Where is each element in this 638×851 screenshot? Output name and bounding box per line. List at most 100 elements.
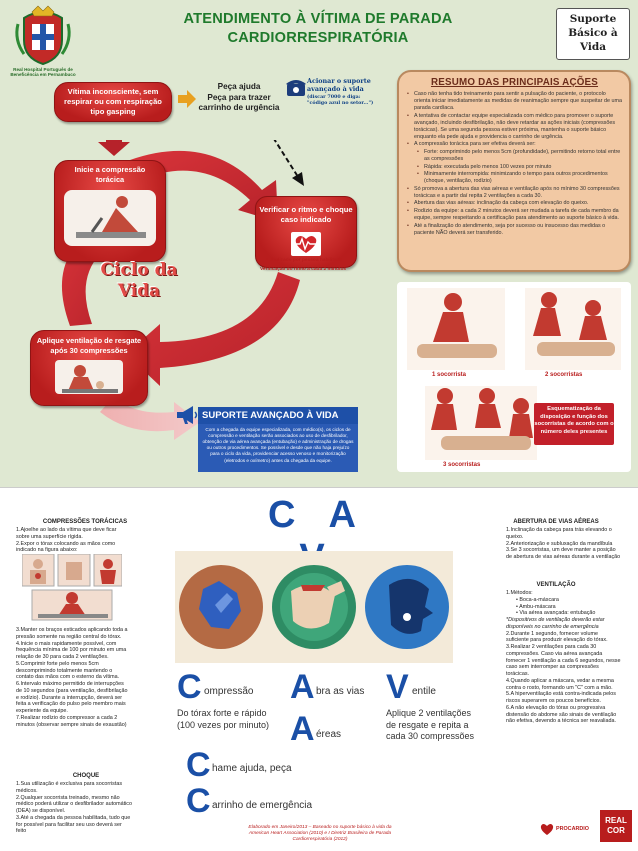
compression-hand-icon xyxy=(179,565,263,649)
crest-caption-line2: Beneficência em Pernambuco xyxy=(10,72,76,78)
summary-subitem: Forte: comprimindo pelo menos 5cm (profu… xyxy=(407,149,622,163)
cav-word-chame: hame ajuda, peça xyxy=(212,763,292,774)
summary-item: Abertura das vias aéreas: inclinação da … xyxy=(407,200,622,207)
cycle-arrow-right xyxy=(126,272,300,386)
credits: Elaborado em Janeiro/2013 – Baseado no s… xyxy=(236,825,404,844)
call-support-text: Acionar o suporte avançado à vida xyxy=(307,77,391,93)
ventilation-item: 5.A hiperventilação está contra-indicada… xyxy=(506,691,616,704)
compressions-item: 7.Realizar rodízio do compressor a cada … xyxy=(16,714,127,728)
compressions-item: 3.Manter os braços esticados aplicando t… xyxy=(16,627,128,640)
help-line3: carrinho de urgência xyxy=(198,103,280,113)
corner-line3: Vida xyxy=(579,40,607,53)
cycle-line1: Ciclo da xyxy=(100,260,178,280)
credits-line3: Cardiorrespiratória (2012) xyxy=(292,837,348,843)
two-rescuers-illustration xyxy=(525,288,621,370)
summary-list: Caso não tenha tido treinamento para sen… xyxy=(407,91,622,237)
airway-title: ABERTURA DE VIAS AÉREAS xyxy=(513,519,599,525)
ventilation-head-icon xyxy=(365,565,449,649)
cav-letter-a2: A xyxy=(290,710,315,748)
shock-item: 1.Sua utilização é exclusiva para socorr… xyxy=(16,781,123,794)
airway-item: 2.Anteriorização e subluxação da mandíbu… xyxy=(506,540,613,547)
down-arrow xyxy=(98,140,130,156)
summary-subitem: Rápida: executada pelo menos 100 vezes p… xyxy=(407,164,622,171)
advanced-support-text: Com a chegada da equipe especializada, c… xyxy=(198,424,358,472)
page-title: ATENDIMENTO À VÍTIMA DE PARADA CARDIORRE… xyxy=(130,10,506,48)
shock-title: CHOQUE xyxy=(72,773,100,779)
cav-word-carrinho: arrinho de emergência xyxy=(212,800,313,811)
megaphone-icon xyxy=(177,406,198,424)
verify-frequency: Verificação do ritmo a cada 2 minutos xyxy=(260,267,347,272)
phone-icon xyxy=(286,80,306,96)
compressions-item: 2.Expor o tórax colocando as mãos como i… xyxy=(16,540,116,554)
dashed-arrow xyxy=(273,140,301,181)
compressions-item: 4.Inicie o mais rapidamente possível, co… xyxy=(16,640,127,661)
cav-word-ventile: entile xyxy=(412,686,436,697)
hospital-crest-icon xyxy=(15,5,71,66)
ventilation-method-item: • Ambu-máscara xyxy=(516,603,556,610)
corner-line1: Suporte xyxy=(569,13,617,25)
help-line2: Peça para trazer xyxy=(207,92,271,102)
ventilation-item: 3.Realizar 2 ventilações para cada 30 co… xyxy=(506,644,621,677)
cav-desc-line: Aplique 2 ventilações xyxy=(386,708,472,718)
ventilation-item: 6.A não elevação do tórax ou progressiva… xyxy=(506,704,617,725)
cycle-line2: Vida xyxy=(117,281,161,302)
airway-list: 1.Inclinação da cabeça para trás elevand… xyxy=(506,527,622,561)
call-sub1: (discar 7000 e diga: xyxy=(307,94,361,100)
summary-item: A tentativa de contactar equipe especial… xyxy=(407,113,622,141)
three-rescuers-illustration xyxy=(425,386,537,460)
cav-desc-line: (100 vezes por minuto) xyxy=(177,719,270,730)
ventilation-method: 1.Métodos: xyxy=(506,590,533,596)
cav-letter-c3: C xyxy=(186,782,211,820)
title-line2: CARDIORRESPIRATÓRIA xyxy=(227,29,409,46)
realcor-line1: REAL xyxy=(605,816,627,825)
shock-item: 3.Até a chegada da pessoa habilitada, tu… xyxy=(16,814,131,835)
cav-desc-line: de resgate e repita a xyxy=(386,719,469,730)
lower-section xyxy=(0,487,638,851)
two-rescuers-label: 2 socorristas xyxy=(545,372,583,378)
cycle-arrow-sav xyxy=(100,396,200,440)
cycle-of-life-label: Ciclo da Vida xyxy=(98,260,180,303)
ventilation-method-item: • Boca-a-máscara xyxy=(516,596,559,603)
main-actions-summary: RESUMO DAS PRINCIPAIS AÇÕES Caso não ten… xyxy=(397,70,631,272)
ventilation-method-note: *Dispositivos de ventilação deverão esta… xyxy=(506,617,605,630)
summary-item: Só promova a abertura das vias aéreas e … xyxy=(407,186,622,200)
ventilation-item: 4.Quando aplicar a máscara, vedar a mesm… xyxy=(506,677,614,691)
cav-letter-c1: C xyxy=(177,668,202,706)
procardio-heart-icon xyxy=(540,824,554,835)
ventilation-list: 1.Métodos: • Boca-a-máscara • Ambu-másca… xyxy=(506,590,622,725)
compressions-item: 5.Comprimir forte pelo menos 5cm descomp… xyxy=(16,660,120,681)
summary-item: Rodízio da equipe: a cada 2 minutos deve… xyxy=(407,208,622,222)
cav-desc-ventile: Aplique 2 ventilações de resgate e repit… xyxy=(386,708,474,743)
credits-line1: Elaborado em Janeiro/2013 – Baseado no s… xyxy=(248,825,392,830)
one-rescuer-illustration xyxy=(407,288,505,370)
rescuer-illustrations-icon xyxy=(407,288,621,460)
ventilation-method-item: • Via aérea avançada: entubação xyxy=(516,610,596,617)
procardio-text: PROCARDIO xyxy=(556,826,589,832)
compressions-list-top: 1.Ajoelhe ao lado da vítima que deve fic… xyxy=(16,527,128,554)
call-support-subtext: (discar 7000 e diga: "código azul no set… xyxy=(307,94,391,107)
compressions-list-bottom: 3.Manter os braços esticados aplicando t… xyxy=(16,627,128,728)
cav-desc-compressao: Do tórax forte e rápido (100 vezes por m… xyxy=(177,708,269,731)
summary-item: A compressão torácica para ser efetiva d… xyxy=(407,141,622,148)
summary-subitem: Minimamente interrompida: minimizando o … xyxy=(407,171,622,185)
cav-word-compressao: ompressão xyxy=(204,686,254,697)
call-line1: Acionar o suporte xyxy=(307,77,371,85)
ventilation-illustration-icon xyxy=(55,360,123,395)
compressions-title: COMPRESSÕES TORÁCICAS xyxy=(42,519,128,525)
shock-item: 2.Qualquer socorrista treinado, mesmo nã… xyxy=(16,794,132,815)
cav-letter-a: A xyxy=(290,668,315,706)
crest-caption: Real Hospital Português de Beneficência … xyxy=(2,67,84,78)
help-line1: Peça ajuda xyxy=(217,82,261,91)
realcor-line2: COR xyxy=(607,825,625,835)
crest-caption-line1: Real Hospital Português de xyxy=(13,67,73,72)
rescue-ventilation-box: Aplique ventilação de resgate após 30 co… xyxy=(30,330,148,406)
call-sub2: "código azul no setor...") xyxy=(307,99,374,106)
title-line1: ATENDIMENTO À VÍTIMA DE PARADA xyxy=(183,11,453,27)
help-instructions: Peça ajuda Peça para trazer carrinho de … xyxy=(196,82,282,114)
victim-unconscious-box: Vítima inconsciente, sem respirar ou com… xyxy=(54,82,172,122)
cav-desc-line: cada 30 compressões xyxy=(386,731,475,742)
rescuer-positions-note: Esquematização da disposição e função do… xyxy=(534,403,614,445)
verify-note: * Realizado por pessoa habilitada xyxy=(266,258,343,263)
compress-line2: torácica xyxy=(95,174,125,184)
corner-line2: Básico à xyxy=(568,26,618,39)
